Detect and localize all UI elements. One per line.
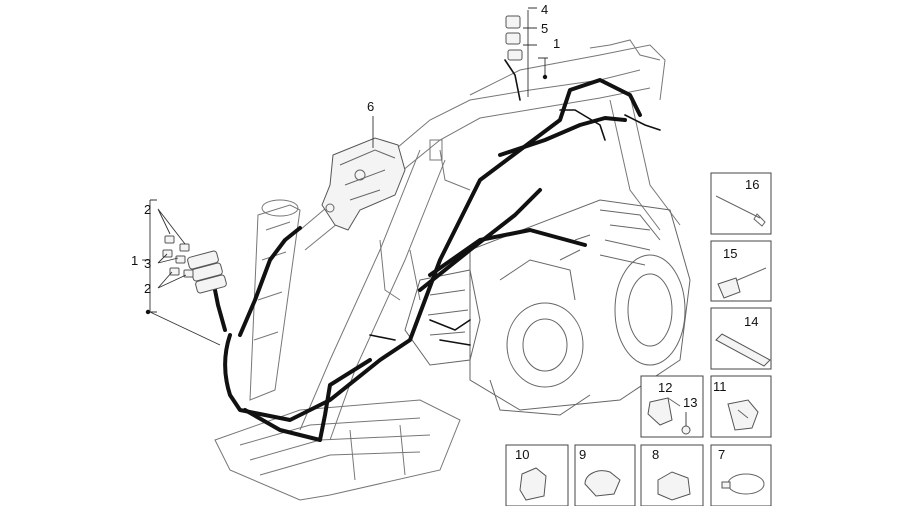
callout-5: 5 xyxy=(541,21,548,36)
parts-box-11: 11 xyxy=(710,375,772,438)
callout-2-lower: 2 xyxy=(144,281,151,296)
box-label-16: 16 xyxy=(745,177,759,192)
box-label-12: 12 xyxy=(658,380,672,395)
callout-2-upper: 2 xyxy=(144,202,151,217)
parts-box-8: 8 xyxy=(640,444,704,506)
callout-3: 3 xyxy=(144,256,151,271)
callout-1-top: 1 xyxy=(553,36,560,51)
box-label-10: 10 xyxy=(515,447,529,462)
leader-lines xyxy=(142,7,548,346)
scooter-frame xyxy=(214,39,681,501)
callout-labels: 4 5 1 6 2 1 3 2 xyxy=(131,2,560,296)
box-label-7: 7 xyxy=(718,447,725,462)
box-label-13: 13 xyxy=(683,395,697,410)
wiring-harness xyxy=(210,59,661,442)
parts-box-12-13: 12 13 xyxy=(640,375,704,438)
parts-box-7: 7 xyxy=(710,444,772,506)
box-label-11: 11 xyxy=(713,379,727,394)
callout-4: 4 xyxy=(541,2,548,17)
parts-box-15: 15 xyxy=(710,240,772,302)
parts-box-16: 16 xyxy=(710,172,772,235)
engine-assembly xyxy=(404,199,691,416)
part-6-bracket xyxy=(321,137,406,231)
box-label-15: 15 xyxy=(723,246,737,261)
parts-box-9: 9 xyxy=(574,444,636,506)
box-label-8: 8 xyxy=(652,447,659,462)
connector-cluster xyxy=(162,235,227,294)
parts-box-14: 14 xyxy=(710,307,772,370)
box-label-9: 9 xyxy=(579,447,586,462)
box-label-14: 14 xyxy=(744,314,758,329)
parts-box-10: 10 xyxy=(505,444,569,506)
top-small-parts xyxy=(505,15,523,61)
callout-1-left: 1 xyxy=(131,253,138,268)
callout-6: 6 xyxy=(367,99,374,114)
